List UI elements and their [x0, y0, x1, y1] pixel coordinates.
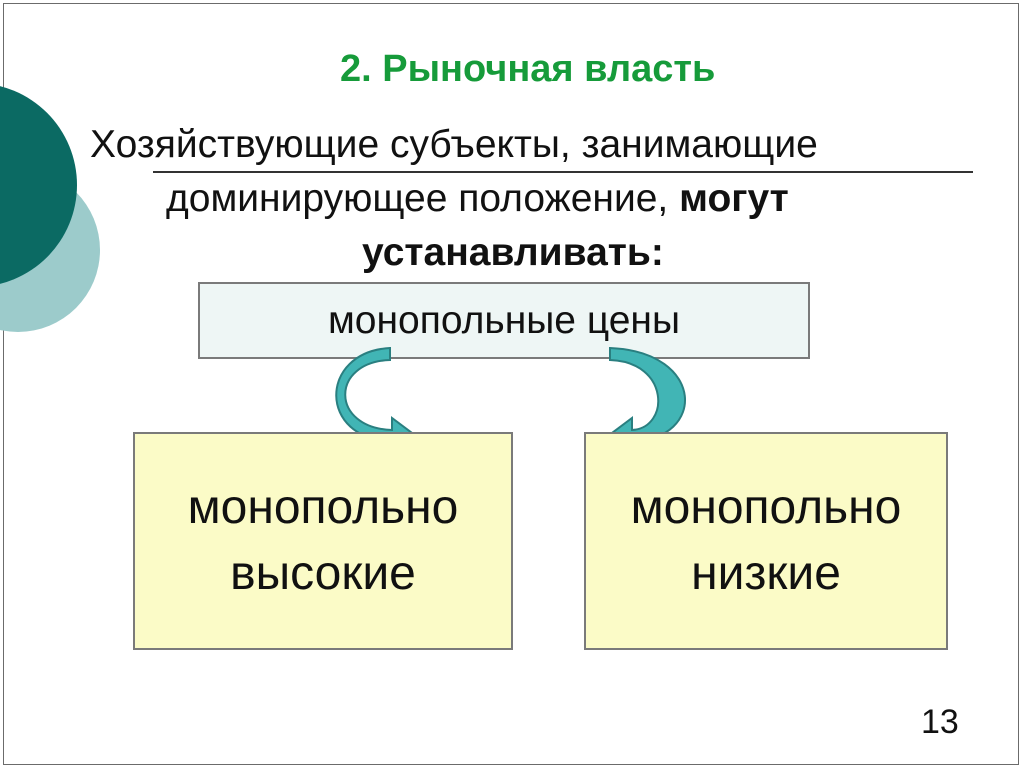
subtitle-line-2-normal: доминирующее положение, — [166, 177, 669, 220]
monopoly-prices-box: монопольные цены — [198, 282, 810, 359]
monopoly-low-box: монопольно низкие — [584, 432, 948, 650]
subtitle-line-2: доминирующее положение, могут — [166, 172, 789, 226]
slide-title: 2. Рыночная власть — [340, 48, 716, 90]
monopoly-low-line-1: монопольно — [630, 481, 902, 534]
monopoly-prices-label: монопольные цены — [327, 298, 680, 342]
monopoly-high-box: монопольно высокие — [133, 432, 513, 650]
page-number: 13 — [921, 703, 959, 741]
monopoly-high-line-2: высокие — [230, 547, 416, 600]
monopoly-high-line-1: монопольно — [187, 481, 459, 534]
subtitle-underline — [153, 171, 973, 173]
subtitle-line-2-bold: могут — [679, 177, 789, 220]
dark-teal-circle — [0, 86, 77, 284]
monopoly-low-line-2: низкие — [691, 547, 841, 600]
subtitle-line-3: устанавливать: — [362, 231, 664, 274]
subtitle-line-1: Хозяйствующие субъекты, занимающие — [90, 123, 818, 166]
